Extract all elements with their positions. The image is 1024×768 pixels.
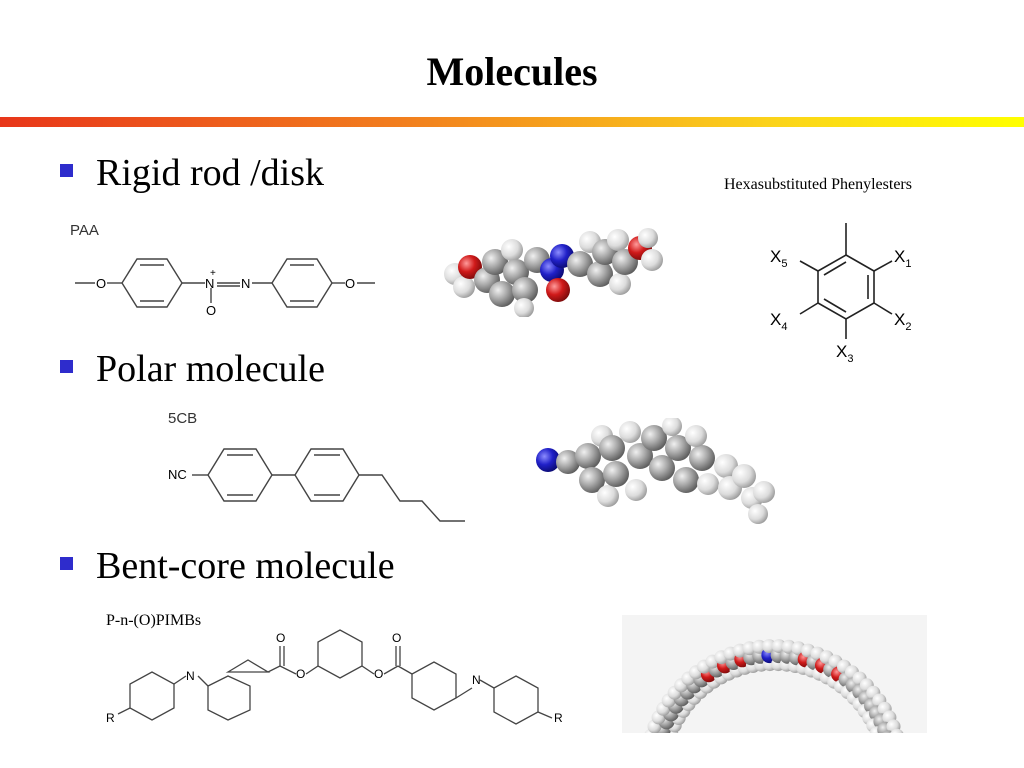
bent-core-label: P-n-(O)PIMBs — [106, 612, 202, 629]
bent-core-space-filling-model — [622, 615, 927, 733]
label-x2: X — [894, 310, 905, 329]
bent-o-ester-left: O — [296, 667, 305, 681]
paa-label: PAA — [70, 222, 99, 239]
bullet-rigid-rod: Rigid rod /disk — [60, 154, 324, 192]
paa-oxide: O — [206, 303, 216, 318]
bent-o-ester-right: O — [374, 667, 383, 681]
bent-n-right: N — [472, 673, 481, 687]
atom-sphere — [890, 728, 904, 733]
hexasubstituted-benzene-diagram: X5 X1 X4 X2 X3 — [770, 223, 911, 365]
bent-r-left: R — [106, 711, 115, 725]
5cb-nc-group: NC — [168, 467, 187, 482]
label-x5: X — [770, 247, 781, 266]
bent-n-left: N — [186, 669, 195, 683]
title-underline-bar — [0, 117, 1024, 127]
atom-sphere — [762, 639, 777, 654]
svg-text:X4: X4 — [770, 310, 787, 333]
paa-oxygen-left: O — [96, 276, 106, 291]
bullet-square-icon — [60, 163, 73, 177]
bullet-bent-core: Bent-core molecule — [60, 547, 395, 585]
label-x1: X — [894, 247, 905, 266]
label-x3: X — [836, 342, 847, 361]
5cb-space-filling-model — [536, 418, 775, 524]
bent-o-carbonyl-right: O — [392, 631, 401, 645]
svg-text:X5: X5 — [770, 247, 787, 270]
bullet-square-icon — [60, 359, 73, 373]
bullet-text: Rigid rod /disk — [96, 152, 325, 194]
paa-space-filling-model — [444, 228, 663, 317]
5cb-structure-diagram: 5CB NC — [168, 410, 465, 522]
paa-nitrogen-1: N — [205, 276, 214, 291]
bullet-text: Bent-core molecule — [96, 545, 395, 587]
bent-r-right: R — [554, 711, 563, 725]
paa-oxygen-right: O — [345, 276, 355, 291]
bullet-polar: Polar molecule — [60, 350, 325, 388]
paa-plus: + — [210, 268, 216, 279]
label-x4: X — [770, 310, 781, 329]
paa-structure-diagram: PAA O N + N O O — [70, 222, 375, 318]
svg-text:X3: X3 — [836, 342, 853, 365]
bullet-text: Polar molecule — [96, 348, 325, 390]
svg-text:X1: X1 — [894, 247, 911, 270]
bent-o-carbonyl-left: O — [276, 631, 285, 645]
slide-title: Molecules — [426, 49, 598, 94]
bullet-square-icon — [60, 556, 73, 570]
bent-core-structure-diagram: R N O O O O N R — [106, 629, 563, 725]
hexa-caption: Hexasubstituted Phenylesters — [724, 176, 912, 193]
paa-nitrogen-2: N — [241, 276, 250, 291]
svg-text:X2: X2 — [894, 310, 911, 333]
5cb-label: 5CB — [168, 410, 197, 427]
